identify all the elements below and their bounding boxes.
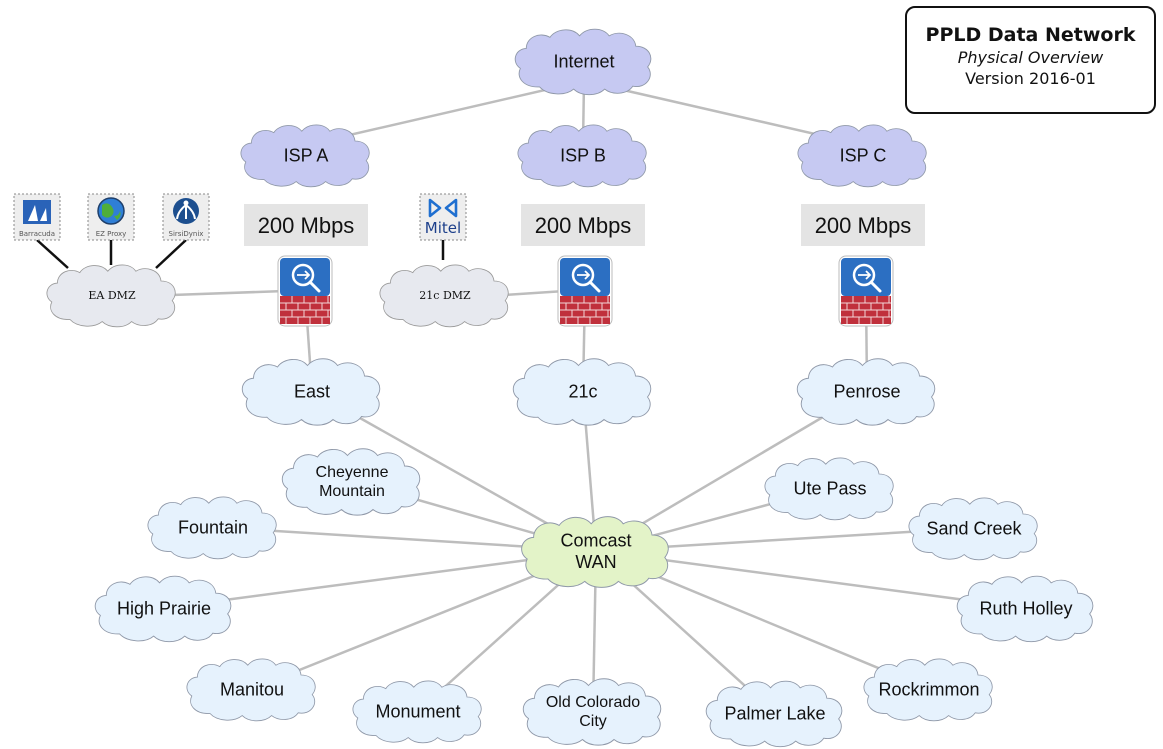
diagram-title-box: PPLD Data Network Physical Overview Vers… — [905, 6, 1156, 114]
server-label: EZ Proxy — [96, 230, 127, 238]
mitel-logo-icon — [428, 198, 458, 218]
link-line — [171, 289, 286, 297]
bandwidth-box — [244, 204, 368, 246]
dmz-server: Barracuda — [13, 193, 61, 241]
bandwidth-label: 200 Mbps — [521, 204, 645, 246]
cloud-label: Palmer Lake — [724, 703, 825, 723]
cloud-label: East — [294, 381, 330, 401]
isp-cloud-isp-c: ISP C — [797, 124, 927, 188]
cloud-label: Sand Creek — [926, 518, 1022, 538]
bandwidth-box — [521, 204, 645, 246]
firewall-icon — [557, 255, 613, 327]
dmz-server: Mitel — [419, 193, 467, 241]
isp-cloud-isp-b: ISP B — [517, 124, 647, 188]
dmz-cloud-ea-dmz: EA DMZ — [46, 264, 176, 328]
server-label: SirsiDynix — [169, 230, 204, 238]
cloud-label: Monument — [375, 701, 460, 721]
dmz-server-link — [155, 239, 187, 269]
branch-cloud-manitou: Manitou — [186, 658, 316, 722]
cloud-label: Old Colorado — [546, 694, 640, 711]
cloud-label: Ruth Holley — [979, 598, 1072, 618]
cloud-label: High Prairie — [117, 598, 211, 618]
cloud-label: 21c — [568, 381, 597, 401]
dmz-server: SirsiDynix — [162, 193, 210, 241]
sirsidynix-logo-icon — [173, 198, 199, 224]
firewall-icon — [838, 255, 894, 327]
cloud-label: ISP B — [560, 145, 606, 165]
cloud-label: City — [579, 713, 607, 730]
cloud-label: Comcast — [560, 531, 631, 551]
bandwidth-text: 200 Mbps — [815, 213, 912, 238]
site-cloud-21c: 21c — [512, 358, 652, 426]
server-label: Mitel — [425, 219, 461, 237]
bandwidth-label: 200 Mbps — [801, 204, 925, 246]
branch-cloud-fountain: Fountain — [147, 496, 277, 560]
cloud-label: WAN — [575, 552, 616, 572]
cloud-label: ISP C — [840, 145, 887, 165]
cloud-label: Manitou — [220, 679, 284, 699]
dmz-server-link — [36, 239, 69, 269]
isp-cloud-isp-a: ISP A — [240, 124, 370, 188]
site-cloud-east: East — [241, 358, 381, 426]
branch-cloud-high-prairie: High Prairie — [94, 575, 232, 643]
bandwidth-label: 200 Mbps — [244, 204, 368, 246]
dmz-cloud-21c-dmz: 21c DMZ — [379, 264, 509, 328]
internet-cloud: Internet — [514, 28, 652, 96]
link-line — [595, 549, 1027, 610]
cloud-shape — [522, 678, 662, 746]
link-line — [504, 289, 566, 297]
branch-cloud-sand-creek: Sand Creek — [908, 497, 1038, 561]
branch-cloud-palmer-lake: Palmer Lake — [705, 680, 843, 748]
cloud-label: Rockrimmon — [878, 679, 979, 699]
bandwidth-text: 200 Mbps — [258, 213, 355, 238]
bandwidth-box — [801, 204, 925, 246]
branch-cloud-rockrimmon: Rockrimmon — [863, 658, 993, 722]
firewall-icon — [277, 255, 333, 327]
server-label: Barracuda — [19, 230, 55, 238]
site-cloud-penrose: Penrose — [796, 358, 936, 426]
cloud-label: Penrose — [833, 381, 900, 401]
cloud-shape — [281, 448, 421, 516]
diagram-version: Version 2016-01 — [965, 69, 1096, 88]
cloud-label: 21c DMZ — [419, 289, 471, 302]
globe-icon — [97, 197, 125, 225]
cloud-label: Internet — [553, 51, 614, 71]
branch-cloud-ruth-holley: Ruth Holley — [956, 575, 1094, 643]
cloud-label: ISP A — [284, 145, 329, 165]
dmz-server: EZ Proxy — [87, 193, 135, 241]
bandwidth-text: 200 Mbps — [535, 213, 632, 238]
cloud-label: Mountain — [319, 483, 385, 500]
cloud-label: Ute Pass — [793, 478, 866, 498]
cloud-label: Cheyenne — [316, 464, 389, 481]
cloud-label: Fountain — [178, 517, 248, 537]
diagram-title: PPLD Data Network — [925, 24, 1136, 46]
diagram-subtitle: Physical Overview — [957, 48, 1104, 67]
branch-cloud-ute-pass: Ute Pass — [764, 457, 894, 521]
cloud-label: EA DMZ — [88, 289, 136, 302]
link-line — [163, 549, 597, 610]
branch-cloud-monument: Monument — [352, 680, 482, 744]
barracuda-logo-icon — [23, 200, 51, 224]
server-frame — [419, 193, 467, 241]
